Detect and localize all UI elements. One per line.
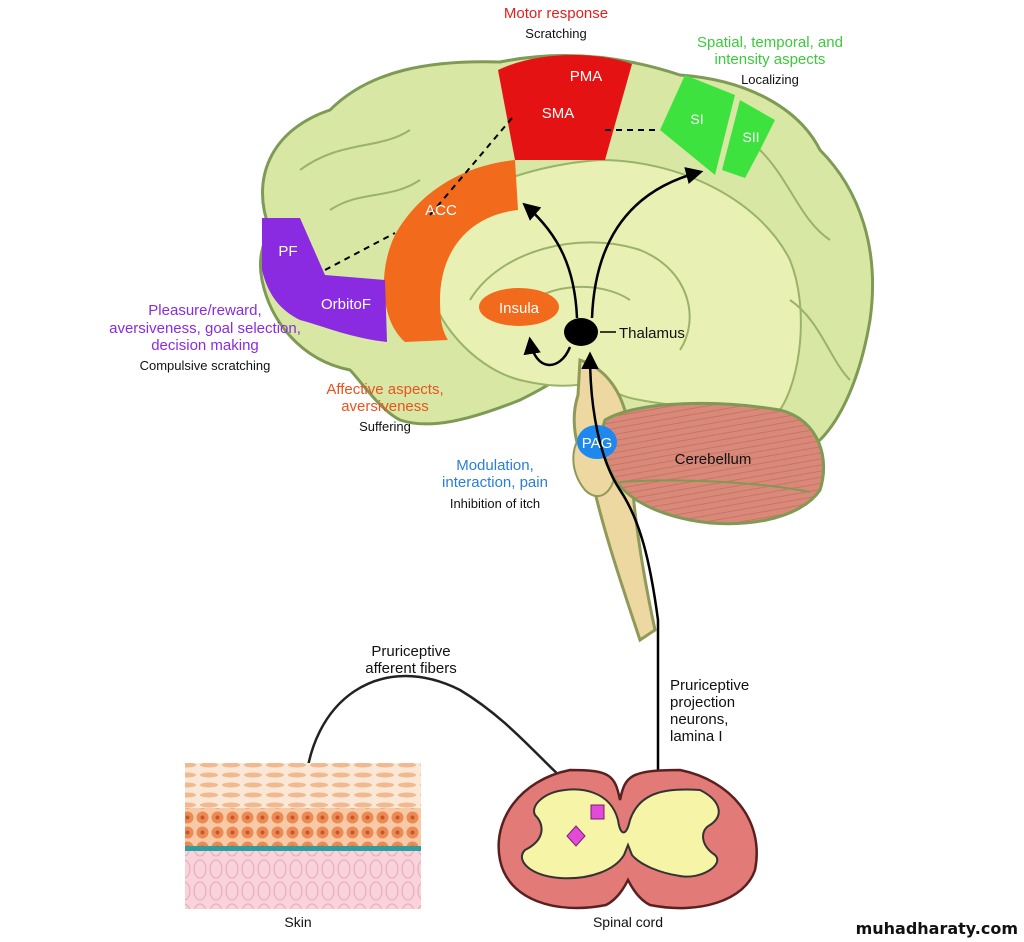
annotation-pleasure-1: Pleasure/reward, bbox=[148, 302, 261, 319]
annotation-spatial-title-1: Spatial, temporal, and bbox=[697, 34, 843, 51]
watermark: muhadharaty.com bbox=[856, 919, 1018, 938]
label-pma: PMA bbox=[570, 68, 603, 85]
annotation-modulation-1: Modulation, bbox=[456, 457, 534, 474]
label-cerebellum: Cerebellum bbox=[675, 451, 752, 468]
label-sma: SMA bbox=[542, 105, 575, 122]
arrow-thalamus-to-insula bbox=[523, 336, 572, 367]
label-thalamus: Thalamus bbox=[619, 325, 685, 342]
region-motor-area bbox=[498, 54, 632, 160]
arrow-thalamus-to-acc bbox=[522, 202, 579, 319]
label-projection-2: projection bbox=[670, 694, 735, 711]
label-projection-4: lamina I bbox=[670, 728, 723, 745]
annotation-motor-title: Motor response bbox=[504, 5, 608, 22]
ascending-tract bbox=[581, 351, 660, 870]
label-afferent-1: Pruriceptive bbox=[371, 643, 450, 660]
projection-neuron-marker bbox=[590, 804, 605, 820]
gyrus-line bbox=[789, 299, 851, 381]
label-pf: PF bbox=[278, 243, 297, 260]
gyrus-line bbox=[759, 149, 831, 241]
gyrus-line bbox=[299, 129, 411, 171]
cerebellum-fissure bbox=[619, 479, 811, 493]
annotation-pleasure-subtitle: Compulsive scratching bbox=[140, 358, 271, 373]
afferent-fiber bbox=[303, 674, 592, 816]
region-acc bbox=[383, 160, 518, 342]
skin-section bbox=[185, 763, 421, 909]
annotation-pleasure-2: aversiveness, goal selection, bbox=[109, 320, 301, 337]
annotation-spatial-subtitle: Localizing bbox=[741, 72, 799, 87]
region-insula bbox=[479, 288, 559, 326]
gyrus-line bbox=[329, 179, 421, 211]
label-skin: Skin bbox=[284, 914, 311, 930]
annotation-modulation-subtitle: Inhibition of itch bbox=[450, 496, 540, 511]
region-pag bbox=[577, 425, 617, 459]
label-spinal-cord: Spinal cord bbox=[593, 914, 663, 930]
annotation-spatial-title-2: intensity aspects bbox=[715, 51, 826, 68]
annotation-pleasure-3: decision making bbox=[151, 337, 259, 354]
label-si: SI bbox=[690, 111, 703, 127]
gyrus-line bbox=[469, 241, 691, 351]
dashed-connector bbox=[324, 232, 396, 271]
spinal-cord-section bbox=[497, 768, 758, 910]
label-pag: PAG bbox=[582, 435, 613, 452]
label-projection-3: neurons, bbox=[670, 711, 728, 728]
arrow-thalamus-to-si bbox=[590, 167, 704, 319]
region-si bbox=[660, 75, 735, 175]
annotation-affective-1: Affective aspects, bbox=[326, 381, 443, 398]
annotation-motor-subtitle: Scratching bbox=[525, 26, 586, 41]
region-sii bbox=[722, 100, 775, 178]
annotation-modulation-2: interaction, pain bbox=[442, 474, 548, 491]
label-sii: SII bbox=[742, 129, 759, 145]
label-orbitof: OrbitoF bbox=[321, 296, 371, 313]
annotation-affective-2: aversiveness bbox=[341, 398, 429, 415]
afferent-terminal-marker bbox=[566, 825, 586, 847]
label-acc: ACC bbox=[425, 202, 457, 219]
region-thalamus bbox=[564, 318, 598, 346]
inner-medial-area bbox=[418, 158, 802, 411]
label-projection-1: Pruriceptive bbox=[670, 677, 749, 694]
region-prefrontal bbox=[262, 218, 387, 342]
label-afferent-2: afferent fibers bbox=[365, 660, 456, 677]
label-insula: Insula bbox=[499, 300, 540, 317]
annotation-affective-subtitle: Suffering bbox=[359, 419, 411, 434]
